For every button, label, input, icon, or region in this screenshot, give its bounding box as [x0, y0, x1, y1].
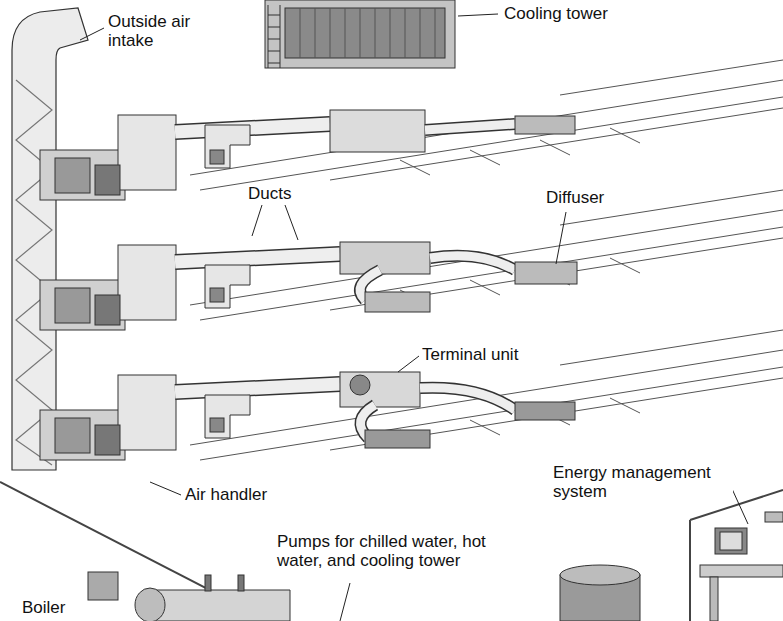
callout-label: Pumps for chilled water, hot water, and … — [275, 532, 494, 570]
callout-label: Diffuser — [544, 188, 606, 207]
callout-label: Ducts — [246, 184, 293, 203]
callout-label: Terminal unit — [420, 345, 520, 364]
callout-label: Air handler — [183, 485, 269, 504]
callout-label: Energy management system — [551, 463, 733, 501]
callout-label: Cooling tower — [502, 4, 610, 23]
callout-label: Outside air intake — [106, 12, 210, 50]
callout-label: Boiler — [20, 598, 67, 617]
leader-lines — [80, 14, 748, 621]
